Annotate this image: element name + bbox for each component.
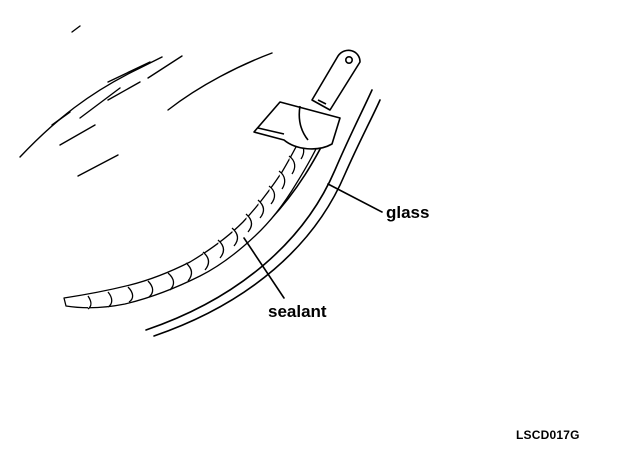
sealant-bead: [63, 113, 325, 310]
sealant-leader-line: [243, 237, 285, 299]
figure-id: LSCD017G: [516, 428, 580, 442]
glass-leader-line: [327, 183, 383, 213]
sealant-scraper-tool-icon: [253, 49, 361, 150]
glass-reflection-lines: [19, 25, 273, 177]
leader-lines: [243, 183, 383, 299]
sealant-label: sealant: [268, 302, 327, 321]
glass-label: glass: [386, 203, 430, 222]
